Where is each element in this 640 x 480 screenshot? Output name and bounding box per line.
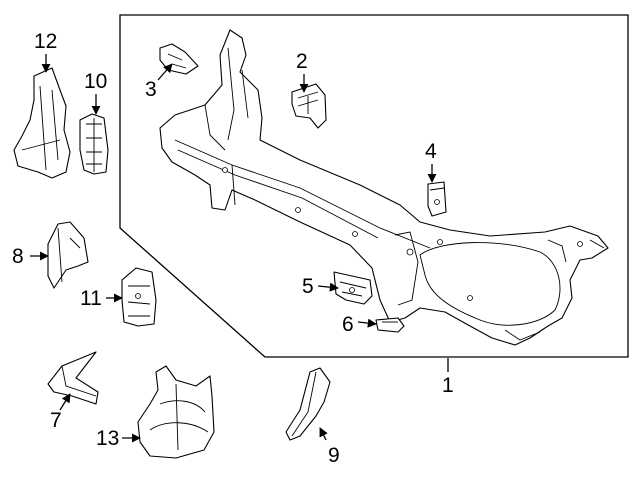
part-13-splash-shield[interactable]: [137, 365, 215, 459]
radiator-support-part[interactable]: [159, 29, 609, 346]
callout-label-9: 9: [328, 444, 340, 467]
part-2-bracket[interactable]: [291, 83, 327, 129]
part-7-deflector[interactable]: [47, 351, 99, 405]
callout-label-7: 7: [50, 409, 62, 432]
assembly-group-outline: [119, 14, 629, 358]
callout-leaders: [30, 54, 449, 443]
part-11-bracket[interactable]: [121, 267, 157, 327]
callout-label-6: 6: [342, 313, 354, 336]
part-9-deflector[interactable]: [285, 367, 331, 441]
part-3-bracket[interactable]: [159, 43, 199, 75]
part-4-bracket[interactable]: [427, 181, 447, 217]
callout-label-8: 8: [12, 245, 24, 268]
callout-label-1: 1: [442, 374, 454, 397]
callout-label-13: 13: [96, 427, 119, 450]
callout-label-5: 5: [302, 275, 314, 298]
part-10-bracket[interactable]: [79, 113, 109, 175]
part-8-air-guide[interactable]: [47, 221, 89, 289]
callout-label-11: 11: [80, 287, 102, 310]
callout-label-2: 2: [296, 50, 308, 73]
callout-label-3: 3: [145, 78, 157, 101]
part-5-bracket[interactable]: [333, 271, 373, 305]
callout-label-4: 4: [425, 140, 437, 163]
part-12-duct[interactable]: [13, 67, 71, 179]
callout-label-10: 10: [84, 70, 107, 93]
part-6-bracket[interactable]: [375, 317, 405, 333]
callout-label-12: 12: [34, 30, 57, 53]
